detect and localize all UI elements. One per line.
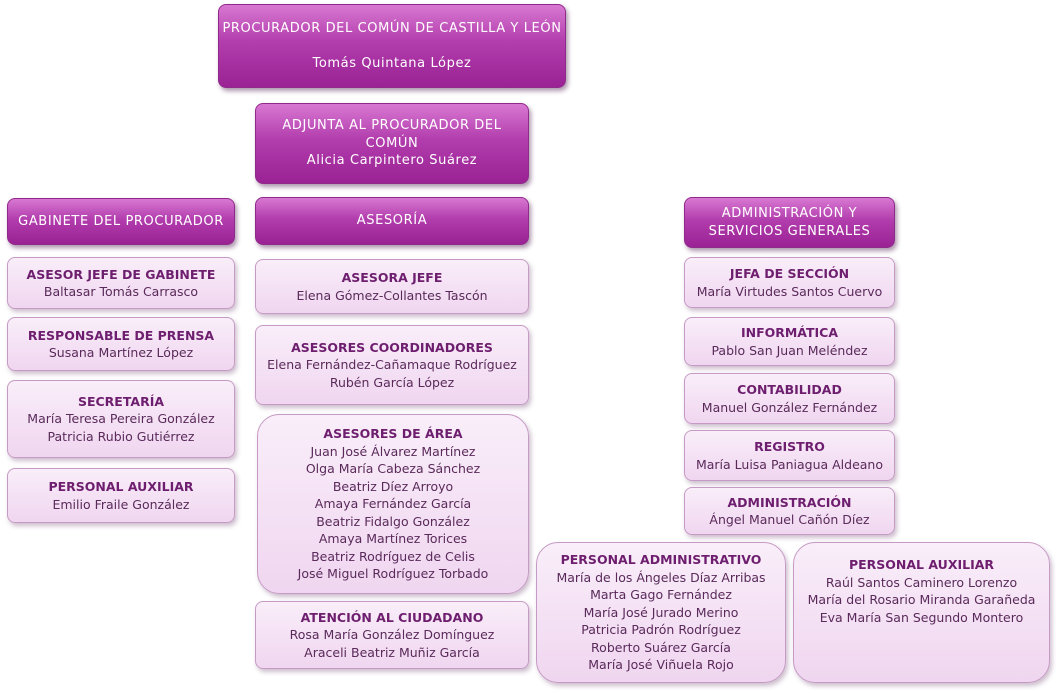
asesor-jefe-gabinete-box: ASESOR JEFE DE GABINETE Baltasar Tomás C…: [7, 257, 235, 309]
asesoria-header-label: ASESORÍA: [356, 213, 428, 229]
gabinete-header: GABINETE DEL PROCURADOR: [7, 198, 235, 245]
administracion-title: ADMINISTRACIÓN: [727, 494, 852, 510]
secretaria-name: María Teresa Pereira González: [27, 411, 215, 427]
asesor-area-name: Beatriz Díez Arroyo: [332, 478, 454, 494]
asesora-jefe-name: Elena Gómez-Collantes Tascón: [296, 287, 488, 303]
asesoria-header: ASESORÍA: [255, 197, 529, 245]
contabilidad-name: Manuel González Fernández: [701, 399, 878, 415]
registro-title: REGISTRO: [754, 439, 825, 454]
prensa-name: Susana Martínez López: [48, 345, 194, 360]
contabilidad-box: CONTABILIDAD Manuel González Fernández: [684, 373, 895, 424]
asesor-area-name: Amaya Fernández García: [314, 496, 472, 512]
gabinete-header-label: GABINETE DEL PROCURADOR: [18, 213, 224, 229]
admin-personal-auxiliar-name: María del Rosario Miranda Garañeda: [807, 592, 1036, 607]
jefa-seccion-box: JEFA DE SECCIÓN María Virtudes Santos Cu…: [684, 257, 895, 308]
asesora-jefe-box: ASESORA JEFE Elena Gómez-Collantes Tascó…: [255, 259, 529, 314]
personal-administrativo-name: Patricia Padrón Rodríguez: [581, 622, 741, 638]
asesor-jefe-gabinete-title: ASESOR JEFE DE GABINETE: [26, 266, 216, 282]
asesor-area-name: Olga María Cabeza Sánchez: [305, 461, 481, 477]
admin-personal-auxiliar-title: PERSONAL AUXILIAR: [848, 557, 995, 572]
adjunta-title-line1: ADJUNTA AL PROCURADOR DEL: [282, 118, 502, 134]
coordinadores-title: ASESORES COORDINADORES: [291, 339, 493, 355]
secretaria-title: SECRETARÍA: [77, 393, 165, 409]
atencion-ciudadano-title: ATENCIÓN AL CIUDADANO: [300, 609, 484, 625]
personal-administrativo-name: María José Viñuela Rojo: [588, 657, 734, 673]
asesor-area-name: Juan José Álvarez Martínez: [310, 443, 476, 459]
gabinete-auxiliar-title: PERSONAL AUXILIAR: [48, 479, 194, 494]
administracion-header-line1: ADMINISTRACIÓN Y: [721, 206, 858, 221]
adjunta-title-line2: COMÚN: [365, 135, 419, 151]
coordinador-name: Rubén García López: [329, 374, 455, 390]
secretaria-box: SECRETARÍA María Teresa Pereira González…: [7, 380, 235, 458]
atencion-ciudadano-name: Rosa María González Domínguez: [289, 627, 495, 643]
jefa-seccion-title: JEFA DE SECCIÓN: [729, 266, 850, 281]
prensa-box: RESPONSABLE DE PRENSA Susana Martínez Ló…: [7, 317, 235, 371]
administracion-name: Ángel Manuel Cañón Díez: [709, 512, 870, 527]
asesor-area-name: Beatriz Rodríguez de Celis: [311, 548, 475, 564]
procurador-title: PROCURADOR DEL COMÚN DE CASTILLA Y LEÓN: [222, 21, 562, 36]
asesora-jefe-title: ASESORA JEFE: [341, 270, 443, 285]
gabinete-auxiliar-box: PERSONAL AUXILIAR Emilio Fraile González: [7, 468, 235, 523]
informatica-title: INFORMÁTICA: [740, 325, 839, 340]
admin-personal-auxiliar-name: Eva María San Segundo Montero: [819, 609, 1024, 625]
asesor-area-name: Beatriz Fidalgo González: [316, 513, 470, 529]
atencion-ciudadano-name: Araceli Beatriz Muñiz García: [304, 644, 480, 660]
administracion-box: ADMINISTRACIÓN Ángel Manuel Cañón Díez: [684, 487, 895, 535]
adjunta-box: ADJUNTA AL PROCURADOR DEL COMÚN Alicia C…: [255, 103, 529, 184]
gabinete-auxiliar-name: Emilio Fraile González: [52, 496, 190, 512]
admin-personal-auxiliar-name: Raúl Santos Caminero Lorenzo: [825, 574, 1018, 590]
administracion-header-line2: SERVICIOS GENERALES: [708, 223, 871, 239]
secretaria-name: Patricia Rubio Gutiérrez: [47, 428, 195, 444]
personal-administrativo-name: María José Jurado Merino: [583, 604, 739, 620]
asesor-area-name: Amaya Martínez Torices: [318, 531, 468, 547]
personal-administrativo-box: PERSONAL ADMINISTRATIVO María de los Áng…: [536, 542, 786, 683]
jefa-seccion-name: María Virtudes Santos Cuervo: [696, 283, 883, 299]
contabilidad-title: CONTABILIDAD: [737, 382, 842, 397]
coordinador-name: Elena Fernández-Cañamaque Rodríguez: [267, 357, 517, 373]
informatica-name: Pablo San Juan Meléndez: [711, 342, 868, 358]
administracion-header: ADMINISTRACIÓN Y SERVICIOS GENERALES: [684, 197, 895, 248]
atencion-ciudadano-box: ATENCIÓN AL CIUDADANO Rosa María Gonzále…: [255, 601, 529, 669]
registro-name: María Luisa Paniagua Aldeano: [695, 456, 884, 472]
personal-administrativo-name: María de los Ángeles Díaz Arribas: [556, 569, 766, 585]
personal-administrativo-name: Marta Gago Fernández: [590, 587, 732, 603]
procurador-name: Tomás Quintana López: [312, 55, 472, 71]
admin-personal-auxiliar-box: PERSONAL AUXILIAR Raúl Santos Caminero L…: [793, 542, 1050, 683]
registro-box: REGISTRO María Luisa Paniagua Aldeano: [684, 430, 895, 481]
asesores-area-box: ASESORES DE ÁREA Juan José Álvarez Martí…: [257, 414, 529, 594]
procurador-box: PROCURADOR DEL COMÚN DE CASTILLA Y LEÓN …: [218, 4, 566, 88]
asesor-area-name: José Miguel Rodríguez Torbado: [297, 566, 489, 582]
adjunta-name: Alicia Carpintero Suárez: [306, 153, 478, 169]
asesor-jefe-gabinete-name: Baltasar Tomás Carrasco: [43, 284, 199, 299]
informatica-box: INFORMÁTICA Pablo San Juan Meléndez: [684, 317, 895, 366]
personal-administrativo-name: Roberto Suárez García: [591, 639, 731, 655]
personal-administrativo-title: PERSONAL ADMINISTRATIVO: [560, 552, 762, 568]
coordinadores-box: ASESORES COORDINADORES Elena Fernández-C…: [255, 325, 529, 405]
prensa-title: RESPONSABLE DE PRENSA: [27, 327, 215, 343]
asesores-area-title: ASESORES DE ÁREA: [323, 426, 463, 442]
